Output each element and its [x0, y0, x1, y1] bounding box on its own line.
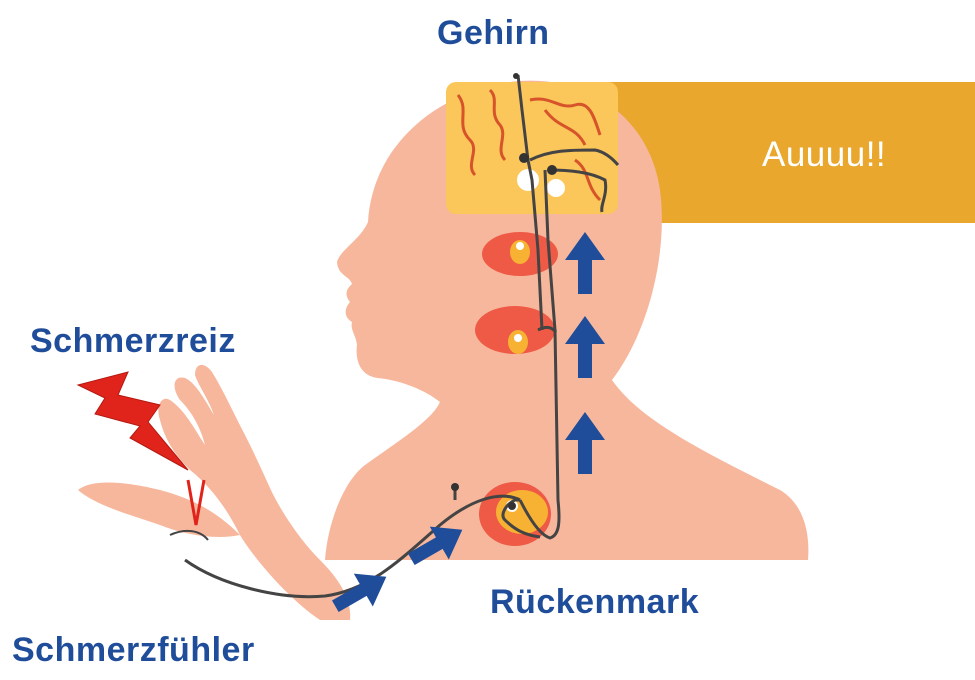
brain-nucleus-left: [517, 169, 539, 191]
hand: [158, 365, 350, 620]
pain-receptor-label: Schmerzfühler: [12, 631, 255, 670]
nerve-node-top: [513, 73, 519, 79]
spinal-cord-label: Rückenmark: [490, 583, 699, 622]
brain-label: Gehirn: [437, 14, 550, 53]
spinal-section-middle: [475, 306, 555, 354]
nerve-node-spine: [451, 483, 459, 491]
nerve-node-brain-2: [547, 165, 557, 175]
brain-nucleus-right: [547, 179, 565, 197]
pain-exclamation: Auuuu!!: [762, 135, 886, 175]
nerve-node-brain: [519, 153, 529, 163]
pain-stimulus-label: Schmerzreiz: [30, 322, 236, 361]
nerve-node-spinal-section: [508, 502, 516, 510]
spinal-section-lower: [479, 482, 551, 546]
